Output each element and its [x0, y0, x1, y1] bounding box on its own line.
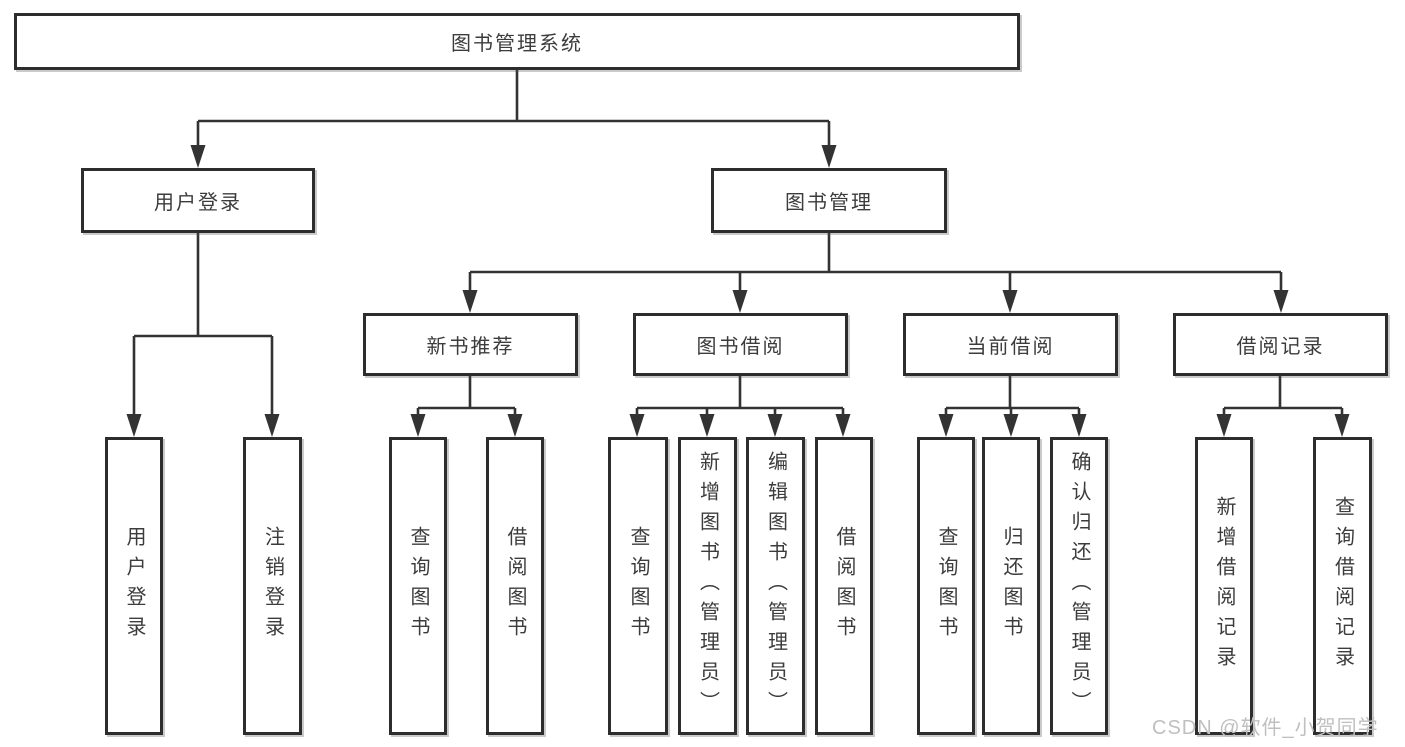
leaf-add-book-admin: 新增图书（管理员） — [678, 437, 737, 735]
leaf-query-books-current: 查询图书 — [917, 437, 975, 735]
node-system-root: 图书管理系统 — [14, 13, 1020, 70]
leaf-return-book: 归还图书 — [982, 437, 1040, 735]
node-book-management: 图书管理 — [711, 168, 947, 233]
leaf-query-books-borrowing: 查询图书 — [608, 437, 668, 735]
leaf-query-borrow-record: 查询借阅记录 — [1313, 437, 1372, 735]
node-book-borrowing: 图书借阅 — [633, 313, 848, 376]
leaf-edit-book-admin: 编辑图书（管理员） — [746, 437, 805, 735]
arrowheads — [126, 145, 1350, 437]
leaf-user-login: 用户登录 — [105, 437, 163, 735]
leaf-add-borrow-record: 新增借阅记录 — [1195, 437, 1253, 735]
node-borrowing-records: 借阅记录 — [1173, 313, 1388, 376]
node-user-login: 用户登录 — [81, 168, 315, 233]
leaf-query-books-recommend: 查询图书 — [389, 437, 447, 735]
watermark: CSDN @软件_小贺同学 — [1152, 717, 1379, 739]
leaf-logout: 注销登录 — [243, 437, 302, 735]
connector-paths — [132, 70, 1344, 418]
leaf-borrow-books-recommend: 借阅图书 — [486, 437, 544, 735]
node-current-borrowing: 当前借阅 — [903, 313, 1118, 376]
leaf-confirm-return-admin: 确认归还（管理员） — [1050, 437, 1108, 735]
node-new-book-recommend: 新书推荐 — [363, 313, 578, 376]
leaf-borrow-books: 借阅图书 — [815, 437, 873, 735]
